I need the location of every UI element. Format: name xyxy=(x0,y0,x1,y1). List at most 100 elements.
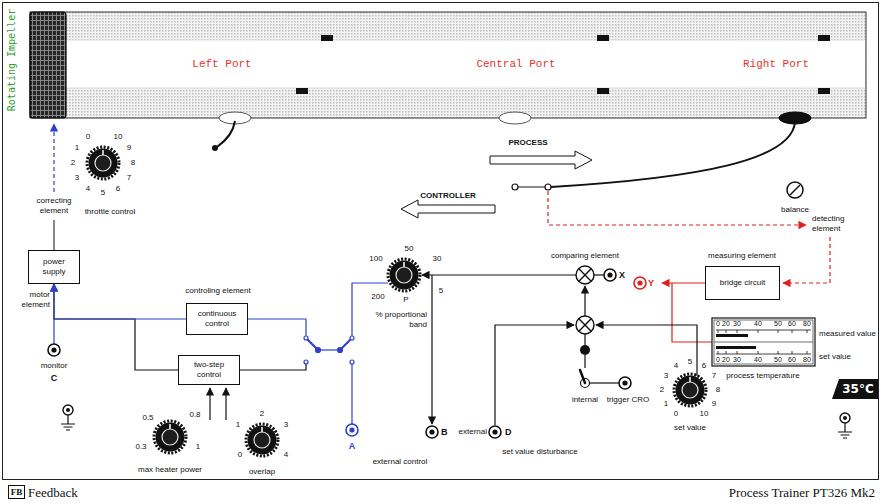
measured-signal-wire xyxy=(662,282,705,283)
process-tube xyxy=(296,88,308,94)
control-knob xyxy=(154,421,186,453)
temperature-meter xyxy=(714,342,813,343)
dial-number: 2 xyxy=(660,385,664,395)
control-knob xyxy=(87,147,706,456)
terminal-socket xyxy=(489,426,501,438)
dial-number: 4 xyxy=(284,450,288,460)
monitor-wire xyxy=(53,319,54,344)
scale-number: 60 xyxy=(788,356,796,364)
control-knob xyxy=(246,424,278,456)
dial-number: 9 xyxy=(127,143,131,153)
process-tube xyxy=(66,40,865,88)
temperature-meter xyxy=(716,334,748,337)
feedback-logo-text: FB xyxy=(11,487,23,498)
controller-wiring xyxy=(248,319,306,336)
process-tube xyxy=(321,35,333,41)
controller-wiring xyxy=(240,364,306,370)
process-tube xyxy=(597,88,609,94)
element-label: comparing element xyxy=(551,251,619,261)
terminal-label: external control xyxy=(373,457,428,467)
scale-number: 50 xyxy=(774,320,782,328)
dial-number: 8 xyxy=(131,158,135,168)
correcting-link xyxy=(54,124,55,250)
dial-label: max heater power xyxy=(138,465,202,475)
terminal-socket xyxy=(619,377,631,389)
controller-wiring xyxy=(304,336,308,340)
dial-number: 0.5 xyxy=(142,413,153,423)
ground-terminal xyxy=(838,413,852,438)
controller-wiring xyxy=(351,364,352,424)
monitor-wire xyxy=(48,319,60,356)
dial-number: 1 xyxy=(664,399,668,409)
dial-number: 1 xyxy=(75,143,79,153)
dial-number: 5 xyxy=(439,286,443,296)
signal-connector xyxy=(54,284,186,319)
terminal-label: external xyxy=(459,427,487,437)
scale-number: 80 xyxy=(803,320,811,328)
dial-number: 200 xyxy=(371,292,384,302)
sensor-cable xyxy=(212,145,218,151)
correcting-link xyxy=(53,124,54,192)
terminal-name: A xyxy=(349,441,356,452)
signal-connector xyxy=(54,284,178,370)
dial-number: 100 xyxy=(369,254,382,264)
comparator-wiring xyxy=(596,325,697,376)
comparing-element-symbol xyxy=(576,316,594,334)
dial-label: % proportional band xyxy=(371,310,427,330)
process-tube xyxy=(30,12,866,118)
terminal-socket xyxy=(634,277,646,289)
disturbance-switch xyxy=(580,345,590,355)
process-tube xyxy=(30,12,66,118)
element-label: correcting element xyxy=(31,196,77,216)
dial-number: 0 xyxy=(674,409,678,419)
flow-label: PROCESS xyxy=(508,138,547,148)
dial-number: 50 xyxy=(405,244,414,254)
sensor-cable xyxy=(512,184,518,190)
controller-wiring xyxy=(209,388,210,420)
sensor-cable xyxy=(545,184,551,190)
control-label: balance xyxy=(781,205,809,215)
dial-number: 1 xyxy=(236,420,240,430)
temperature-badge: 35°C xyxy=(832,379,878,399)
power-supply-box: power supply xyxy=(28,250,80,284)
terminal-name: D xyxy=(505,427,512,438)
scale-number: 0 xyxy=(716,356,720,364)
comparator-wiring xyxy=(495,325,574,425)
terminal-name: B xyxy=(441,427,448,438)
dial-number: 5 xyxy=(101,188,105,198)
temperature-meter xyxy=(716,351,811,354)
dial-number: 7 xyxy=(712,371,716,381)
dial-number: 10 xyxy=(700,409,709,419)
sensor-cable xyxy=(217,121,235,147)
scale-number: 50 xyxy=(774,356,782,364)
comparator-wiring xyxy=(590,382,620,383)
dial-number: 30 xyxy=(433,254,442,264)
control-knob xyxy=(674,374,706,406)
element-label: controling element xyxy=(185,286,250,296)
comparator-wiring xyxy=(584,355,585,368)
signal-flow-arrow xyxy=(490,151,592,169)
temperature-meter xyxy=(716,346,756,349)
dial-number: 2 xyxy=(71,158,75,168)
comparing-element-symbol xyxy=(576,266,594,334)
element-label: detecting element xyxy=(812,214,856,234)
dial-number: 5 xyxy=(688,357,692,367)
port-label: Central Port xyxy=(476,58,555,71)
dial-label: throttle control xyxy=(85,207,136,217)
dial-number: 9 xyxy=(712,399,716,409)
temperature-badge-text: 35°C xyxy=(842,382,874,396)
sensor-cable xyxy=(212,121,795,190)
controller-wiring xyxy=(350,336,354,340)
disturbance-switch xyxy=(580,345,590,388)
element-label: motor element xyxy=(10,290,50,310)
terminal-name: Y xyxy=(648,278,654,289)
feedback-logo: FB xyxy=(8,485,25,499)
correcting-link xyxy=(54,220,55,250)
process-tube xyxy=(66,40,865,88)
dial-number: 10 xyxy=(114,132,123,142)
balance-control xyxy=(790,185,800,195)
dial-number: 1 xyxy=(196,442,200,452)
controller-wiring xyxy=(350,360,354,364)
terminal-label: monitor xyxy=(41,361,68,371)
dial-number: 3 xyxy=(75,173,79,183)
